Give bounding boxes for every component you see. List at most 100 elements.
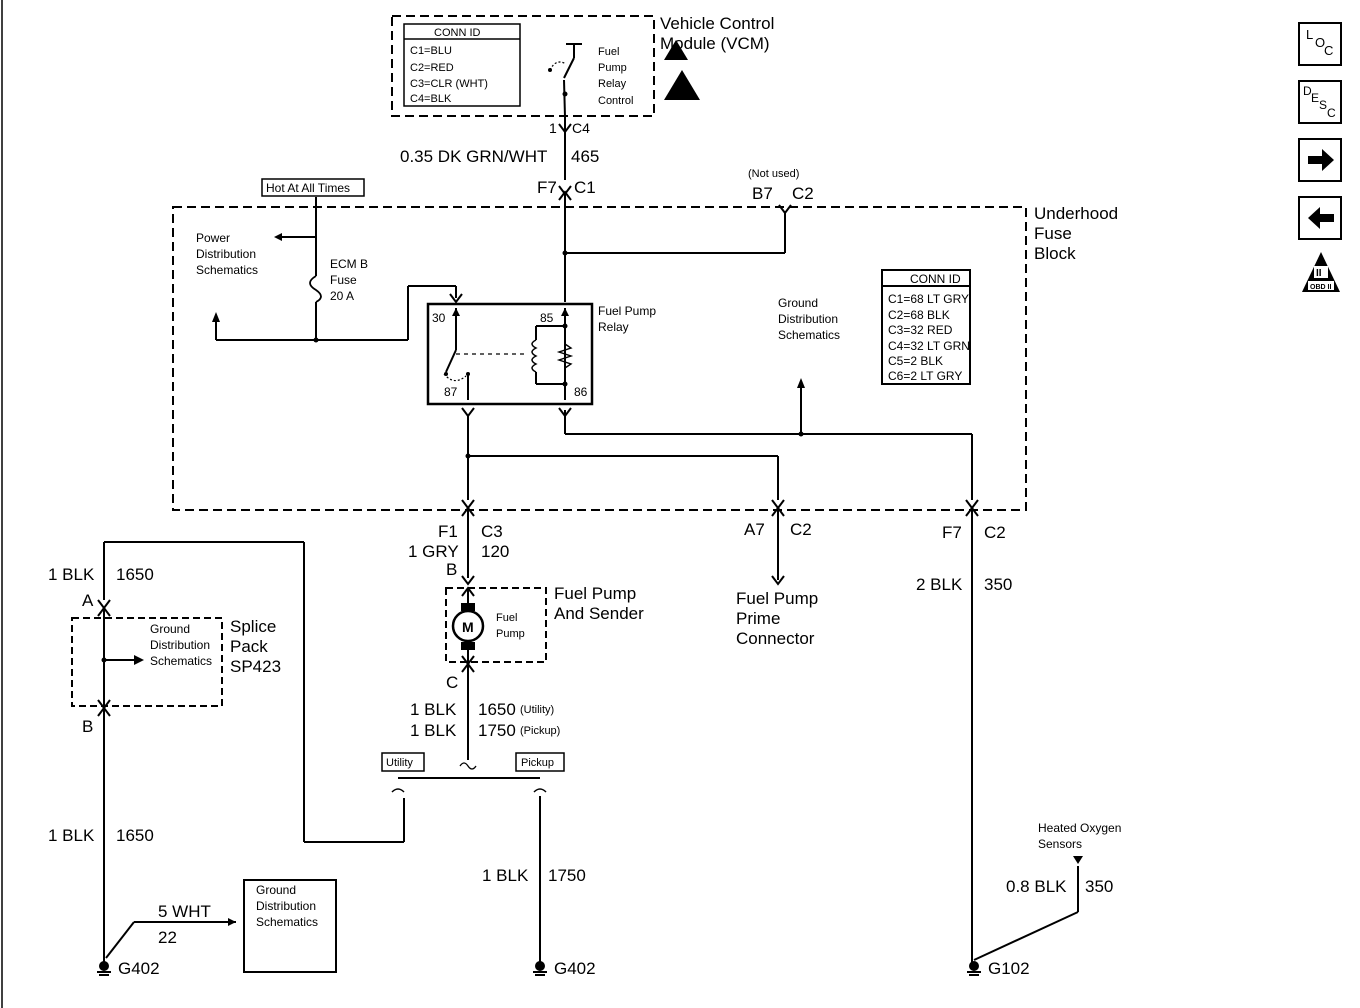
ground-dist-2: Distribution bbox=[778, 312, 838, 326]
w1750b-circuit: 1750 bbox=[548, 866, 586, 885]
vcm-conn-id-title: CONN ID bbox=[434, 27, 481, 39]
ufb-title-3: Block bbox=[1034, 244, 1076, 263]
ufb-conn-3: C3=32 RED bbox=[888, 323, 953, 337]
splice-ground-3: Schematics bbox=[150, 654, 212, 668]
utility-box bbox=[381, 752, 425, 772]
f1-label: F1 bbox=[438, 522, 458, 541]
g402a-label: G402 bbox=[118, 959, 160, 978]
pump-c: C bbox=[446, 673, 458, 692]
left-b: B bbox=[82, 717, 93, 736]
back-nav-button[interactable] bbox=[1298, 196, 1342, 240]
desc-nav-button[interactable]: D E S C bbox=[1298, 80, 1342, 124]
left-1650b-gauge: 1 BLK bbox=[48, 826, 95, 845]
w22-gauge: 5 WHT bbox=[158, 902, 211, 921]
desc-icon: D E S C bbox=[1303, 84, 1336, 120]
relay-control-3: Relay bbox=[598, 78, 627, 90]
obd-ii-button[interactable]: II OBD II bbox=[1300, 250, 1342, 296]
underhood-fuse-block-box bbox=[172, 206, 1027, 511]
ufb-f7: F7 bbox=[537, 178, 557, 197]
obd-ii-label: OBD II bbox=[1310, 284, 1331, 291]
vcm-conn-id-box bbox=[403, 23, 521, 107]
pump-b: B bbox=[446, 560, 457, 579]
ufb-c1: C1 bbox=[574, 178, 596, 197]
loc-icon: L O C bbox=[1306, 27, 1333, 58]
pickup-box bbox=[515, 752, 565, 772]
desc-e: E bbox=[1311, 91, 1319, 105]
w1650-circuit: 1650 bbox=[478, 700, 516, 719]
prime-3: Connector bbox=[736, 629, 815, 648]
pickup-label: Pickup bbox=[521, 757, 554, 769]
vcm-conn-4: C4=BLK bbox=[410, 93, 452, 105]
pump-inner-1: Fuel bbox=[496, 612, 517, 624]
g402b-label: G402 bbox=[554, 959, 596, 978]
ufb-title-1: Underhood bbox=[1034, 204, 1118, 223]
loc-o: O bbox=[1315, 35, 1325, 50]
ground-symbol-g402a bbox=[97, 961, 111, 976]
g102-label: G102 bbox=[988, 959, 1030, 978]
relay-pin-30: 30 bbox=[432, 311, 446, 325]
w350b-circuit: 350 bbox=[1085, 877, 1113, 896]
left-a: A bbox=[82, 591, 94, 610]
fuel-pump-sender-box bbox=[445, 587, 547, 663]
w350-circuit: 350 bbox=[984, 575, 1012, 594]
obd-ii-numeral: II bbox=[1316, 268, 1322, 279]
vcm-pin: 1 bbox=[549, 120, 557, 136]
w1750-gauge: 1 BLK bbox=[410, 721, 457, 740]
ufb-b7-conn: C2 bbox=[792, 184, 814, 203]
arrow-left-icon bbox=[1308, 207, 1334, 229]
vcm-conn-1: C1=BLU bbox=[410, 45, 452, 57]
w1750-note: (Pickup) bbox=[520, 725, 560, 737]
power-dist-1: Power bbox=[196, 231, 230, 245]
ufb-conn-4: C4=32 LT GRN bbox=[888, 339, 970, 353]
ufb-conn-id-box bbox=[881, 269, 971, 385]
loc-nav-button[interactable]: L O C bbox=[1298, 22, 1342, 66]
prime-1: Fuel Pump bbox=[736, 589, 818, 608]
ufb-conn-5: C5=2 BLK bbox=[888, 354, 943, 368]
left-1650-circuit: 1650 bbox=[116, 565, 154, 584]
splice-1: Splice bbox=[230, 617, 276, 636]
vcm-conn: C4 bbox=[572, 120, 590, 136]
ground-box-2: Distribution bbox=[256, 899, 316, 913]
fuel-pump-motor: M bbox=[451, 609, 485, 643]
heated-o2-2: Sensors bbox=[1038, 837, 1082, 851]
w120-circuit: 120 bbox=[481, 542, 509, 561]
a7-label: A7 bbox=[744, 520, 765, 539]
w1750-circuit: 1750 bbox=[478, 721, 516, 740]
relay-pin-86: 86 bbox=[574, 385, 588, 399]
ground-dist-box-bottom bbox=[243, 879, 337, 973]
heated-o2-1: Heated Oxygen bbox=[1038, 821, 1121, 835]
not-used-label: (Not used) bbox=[748, 168, 799, 180]
left-1650b-circuit: 1650 bbox=[116, 826, 154, 845]
a7-conn: C2 bbox=[790, 520, 812, 539]
ground-dist-3: Schematics bbox=[778, 328, 840, 342]
relay-title-1: Fuel Pump bbox=[598, 304, 656, 318]
ecm-fuse-2: Fuse bbox=[330, 273, 357, 287]
wire-465-gauge: 0.35 DK GRN/WHT bbox=[400, 147, 547, 166]
splice-ground-1: Ground bbox=[150, 622, 190, 636]
fuel-pump-relay-box bbox=[426, 302, 594, 406]
ground-symbol-g402b bbox=[533, 961, 547, 976]
relay-control-1: Fuel bbox=[598, 46, 619, 58]
ufb-conn-6: C6=2 LT GRY bbox=[888, 369, 962, 383]
hot-at-all-times: Hot At All Times bbox=[266, 181, 350, 195]
ground-box-3: Schematics bbox=[256, 915, 318, 929]
vcm-title-2: Module (VCM) bbox=[660, 34, 770, 53]
w350-gauge: 2 BLK bbox=[916, 575, 963, 594]
motor-label: M bbox=[462, 619, 474, 635]
f1-conn: C3 bbox=[481, 522, 503, 541]
w120-gauge: 1 GRY bbox=[408, 542, 459, 561]
pump-title-2: And Sender bbox=[554, 604, 644, 623]
vcm-title-1: Vehicle Control bbox=[660, 14, 774, 33]
splice-pack-box bbox=[71, 617, 223, 707]
power-dist-3: Schematics bbox=[196, 263, 258, 277]
next-nav-button[interactable] bbox=[1298, 138, 1342, 182]
left-1650-gauge: 1 BLK bbox=[48, 565, 95, 584]
wire-465-circuit: 465 bbox=[571, 147, 599, 166]
ecm-fuse-1: ECM B bbox=[330, 257, 368, 271]
vcm-box bbox=[391, 15, 655, 117]
desc-d: D bbox=[1303, 84, 1312, 98]
prime-2: Prime bbox=[736, 609, 780, 628]
pump-inner-2: Pump bbox=[496, 628, 525, 640]
f7b-conn: C2 bbox=[984, 523, 1006, 542]
